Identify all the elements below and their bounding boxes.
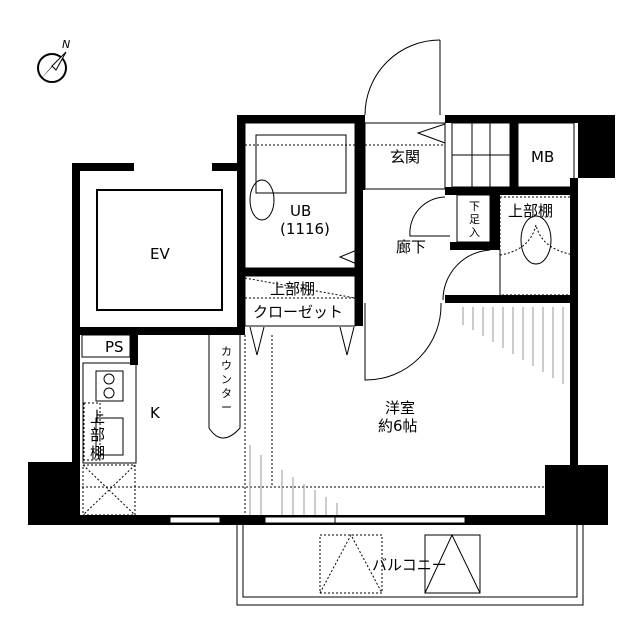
washroom xyxy=(499,196,576,296)
entrance xyxy=(364,122,511,190)
kitchen-shelf-label-2: 部 xyxy=(90,426,105,444)
balcony xyxy=(236,525,584,606)
balcony-label: バルコニー xyxy=(372,556,447,574)
compass-icon: N xyxy=(37,38,70,83)
meter-box xyxy=(517,122,575,188)
closet xyxy=(244,275,356,356)
western-room-size: 約6帖 xyxy=(378,417,418,435)
shoe-box-label-2: 足 xyxy=(469,213,480,226)
svg-text:タ: タ xyxy=(221,387,232,400)
unit-bath-size: (1116) xyxy=(280,220,330,238)
shoe-box-label-3: 入 xyxy=(469,226,480,239)
svg-text:ー: ー xyxy=(221,401,232,414)
elevator-shaft xyxy=(96,189,223,311)
svg-text:ン: ン xyxy=(221,373,232,386)
unit-bath-label: UB xyxy=(290,202,311,220)
entrance-label: 玄関 xyxy=(390,148,420,166)
western-room-label: 洋室 xyxy=(385,399,415,417)
hatching xyxy=(249,307,564,515)
kitchen-shelf-label-1: 上 xyxy=(90,408,105,426)
upper-shelf-closet-label: 上部棚 xyxy=(270,280,315,298)
meter-box-label: MB xyxy=(531,148,554,166)
unit-bath xyxy=(244,122,445,269)
hallway-label: 廊下 xyxy=(396,238,426,256)
svg-text:カ: カ xyxy=(221,345,232,358)
kitchen-shelf-label-3: 棚 xyxy=(90,444,105,462)
closet-label: クローゼット xyxy=(253,303,343,321)
counter-label: カ ウ ン タ ー xyxy=(221,345,232,414)
north-label: N xyxy=(62,38,70,51)
kitchen-label: K xyxy=(150,404,161,422)
upper-shelf-right-label: 上部棚 xyxy=(508,202,553,220)
shoe-box-label-1: 下 xyxy=(469,200,480,213)
kitchen xyxy=(81,334,548,516)
svg-text:ウ: ウ xyxy=(221,359,232,372)
elevator-label: EV xyxy=(150,245,170,263)
windows xyxy=(169,516,466,524)
entrance-door xyxy=(364,39,441,116)
western-room xyxy=(364,302,442,381)
pipe-space-label: PS xyxy=(105,338,124,356)
